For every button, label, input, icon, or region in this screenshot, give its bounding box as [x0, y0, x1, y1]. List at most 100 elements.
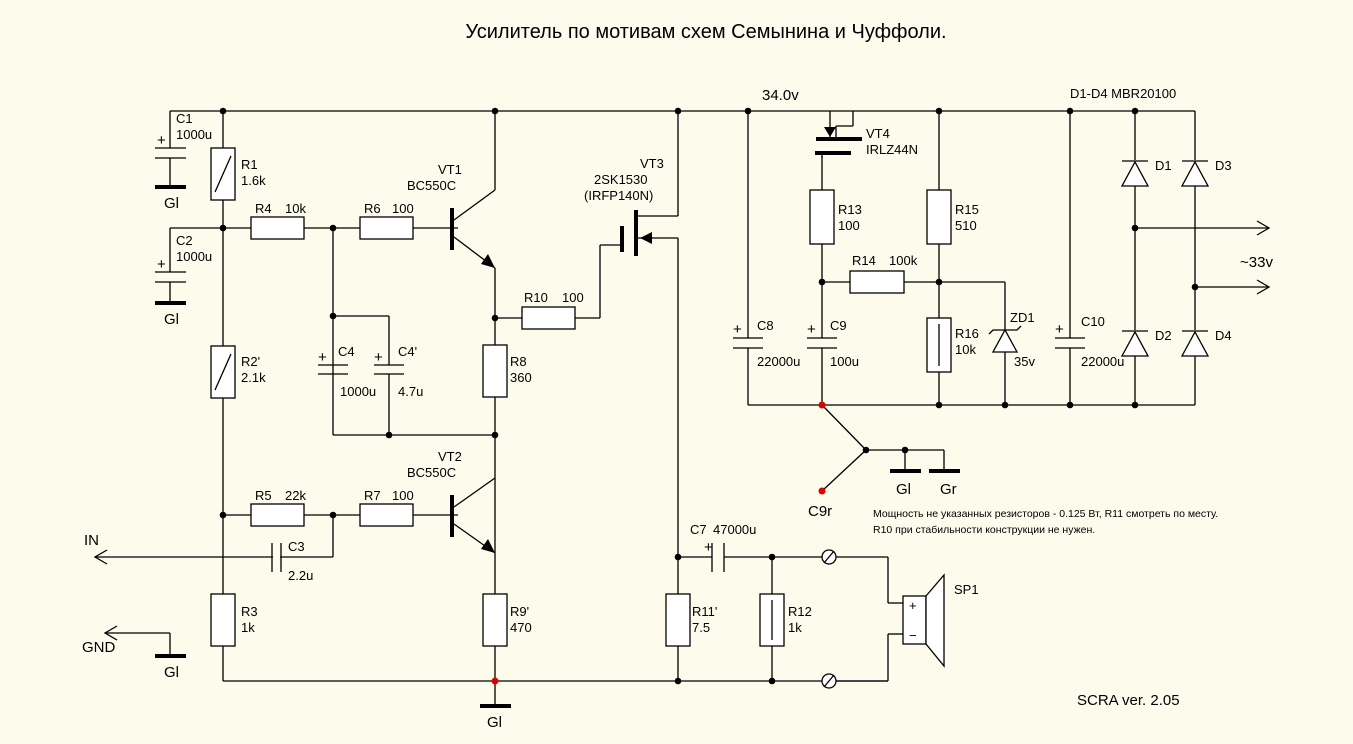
- r16-value: 10k: [955, 342, 976, 357]
- c4-value: 1000u: [340, 384, 376, 399]
- schematic-title: Усилитель по мотивам схем Семынина и Чуф…: [465, 21, 946, 43]
- svg-text:+: +: [704, 539, 713, 556]
- vt2-ref: VT2: [438, 449, 462, 464]
- gl-label-gnd: Gl: [164, 664, 179, 681]
- r3-ref: R3: [241, 604, 258, 619]
- r8-ref: R8: [510, 354, 527, 369]
- r9-ref: R9': [510, 604, 529, 619]
- sp1-ref: SP1: [954, 582, 979, 597]
- vt3-ref: VT3: [640, 156, 664, 171]
- d1-ref: D1: [1155, 158, 1172, 173]
- note-line-2: R10 при стабильности конструкции не нуже…: [873, 524, 1095, 536]
- d2-ref: D2: [1155, 328, 1172, 343]
- vt3-alt: (IRFP140N): [584, 188, 653, 203]
- svg-text:+: +: [157, 256, 166, 273]
- r13-ref: R13: [838, 202, 862, 217]
- gl-label-star: Gl: [896, 481, 911, 498]
- speaker-sp1: [902, 573, 945, 668]
- in-port-label: IN: [84, 532, 99, 549]
- r11-value: 7.5: [692, 620, 710, 635]
- gl-label-c2: Gl: [164, 311, 179, 328]
- c4p-value: 4.7u: [398, 384, 423, 399]
- r1-value: 1.6k: [241, 173, 266, 188]
- vt1-ref: VT1: [438, 162, 462, 177]
- ac-input-label: ~33v: [1240, 254, 1273, 271]
- r10-ref: R10: [524, 290, 548, 305]
- vt2-value: BC550C: [407, 465, 456, 480]
- c4-ref: C4: [338, 344, 355, 359]
- c3-value: 2.2u: [288, 568, 313, 583]
- resistor-bodies: [210, 147, 952, 647]
- r2-ref: R2': [241, 354, 260, 369]
- svg-text:+: +: [733, 321, 742, 338]
- r1-ref: R1: [241, 157, 258, 172]
- r4-ref: R4: [255, 201, 272, 216]
- vt1-value: BC550C: [407, 178, 456, 193]
- c9-ref: C9: [830, 318, 847, 333]
- svg-text:+: +: [157, 132, 166, 149]
- note-line-1: Мощность не указанных резисторов - 0.125…: [873, 508, 1218, 520]
- c10-value: 22000u: [1081, 354, 1124, 369]
- r6-ref: R6: [364, 201, 381, 216]
- zd1-value: 35v: [1014, 354, 1035, 369]
- svg-text:+: +: [318, 349, 327, 366]
- c7-value: 47000u: [713, 522, 756, 537]
- diodes-note: D1-D4 MBR20100: [1070, 86, 1176, 101]
- c9-value: 100u: [830, 354, 859, 369]
- diode-symbols: [988, 160, 1210, 357]
- svg-text:+: +: [807, 321, 816, 338]
- c9r-label: C9r: [808, 503, 832, 520]
- version-label: SCRA ver. 2.05: [1077, 692, 1180, 709]
- d3-ref: D3: [1215, 158, 1232, 173]
- gl-label-bottom: Gl: [487, 714, 502, 731]
- c10-ref: C10: [1081, 314, 1105, 329]
- ground-point-marker: [491, 677, 499, 685]
- r12-ref: R12: [788, 604, 812, 619]
- r12-value: 1k: [788, 620, 802, 635]
- svg-text:+: +: [1055, 321, 1064, 338]
- sp1-minus: −: [909, 628, 917, 643]
- r9-value: 470: [510, 620, 532, 635]
- component-labels: C1 1000u C2 1000u C4 1000u C4' 4.7u C3 2…: [176, 111, 1232, 643]
- c1-ref: C1: [176, 111, 193, 126]
- c9r-marker: [818, 487, 826, 495]
- r16-ref: R16: [955, 326, 979, 341]
- r11-ref: R11': [692, 604, 717, 619]
- c2-ref: C2: [176, 233, 193, 248]
- c1-value: 1000u: [176, 127, 212, 142]
- d4-ref: D4: [1215, 328, 1232, 343]
- c3-ref: C3: [288, 539, 305, 554]
- c8-value: 22000u: [757, 354, 800, 369]
- r14-value: 100k: [889, 253, 918, 268]
- gl-label-c1: Gl: [164, 195, 179, 212]
- c8-ref: C8: [757, 318, 774, 333]
- c2-value: 1000u: [176, 249, 212, 264]
- c7-ref: C7: [690, 522, 707, 537]
- r13-value: 100: [838, 218, 860, 233]
- ground-symbols: [155, 185, 960, 708]
- r6-value: 100: [392, 201, 414, 216]
- vt3-value: 2SK1530: [594, 172, 648, 187]
- r5-ref: R5: [255, 488, 272, 503]
- c4p-ref: C4': [398, 344, 417, 359]
- r7-value: 100: [392, 488, 414, 503]
- sp1-plus: +: [909, 598, 917, 613]
- r8-value: 360: [510, 370, 532, 385]
- capacitor-symbols: + + + + + + + +: [155, 132, 1085, 572]
- r4-value: 10k: [285, 201, 306, 216]
- port-arrows: [93, 220, 1271, 641]
- r15-ref: R15: [955, 202, 979, 217]
- gr-label-star: Gr: [940, 481, 957, 498]
- r3-value: 1k: [241, 620, 255, 635]
- vt4-value: IRLZ44N: [866, 142, 918, 157]
- r15-value: 510: [955, 218, 977, 233]
- r2-value: 2.1k: [241, 370, 266, 385]
- junction-dots: [219, 107, 1199, 685]
- gnd-port-label: GND: [82, 639, 116, 656]
- vt4-ref: VT4: [866, 126, 890, 141]
- output-terminals: [821, 549, 837, 689]
- supply-voltage-label: 34.0v: [762, 87, 799, 104]
- net-labels: 34.0v D1-D4 MBR20100 ~33v IN GND Gl Gl G…: [82, 86, 1273, 731]
- transistor-symbols: [450, 127, 862, 554]
